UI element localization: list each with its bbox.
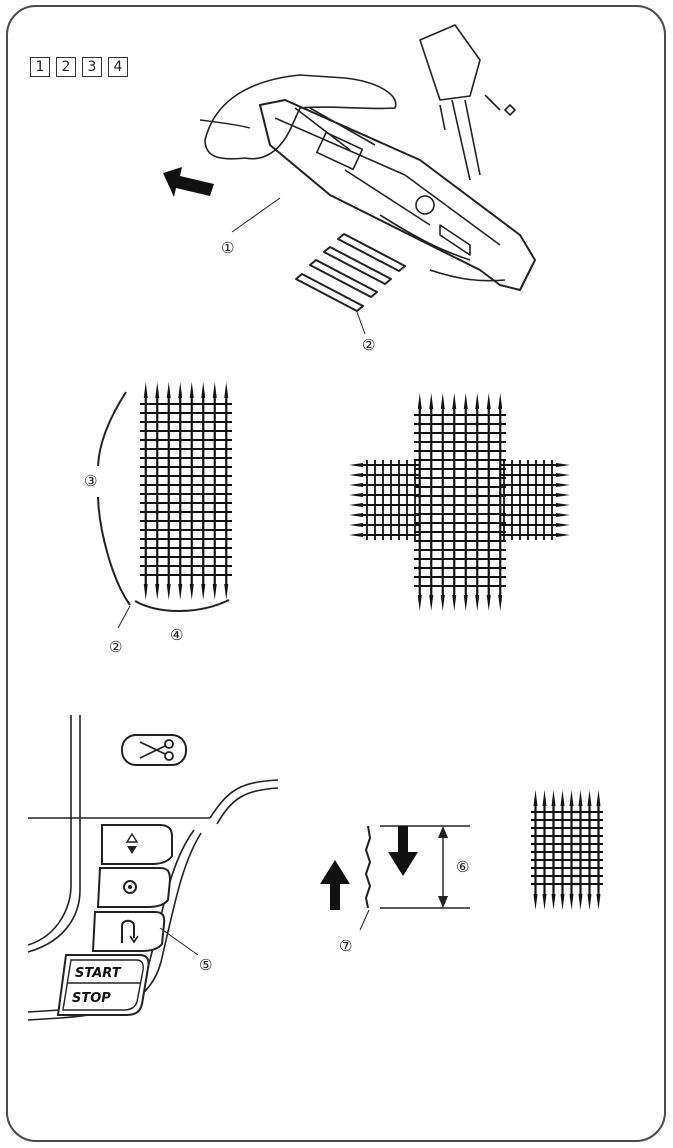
callout-5: ⑤ — [199, 956, 212, 974]
buttonhole-stitch-pattern — [140, 382, 232, 600]
finished-buttonhole-pattern — [531, 790, 603, 910]
step-number-boxes: 1 2 3 4 — [30, 57, 128, 77]
buttonhole-foot — [259, 99, 536, 291]
callout-7: ⑦ — [339, 937, 352, 955]
step-box-2: 2 — [56, 57, 76, 77]
callout-2a: ② — [362, 336, 375, 354]
stop-label: STOP — [72, 991, 111, 1006]
reverse-stitch-button[interactable] — [91, 911, 166, 952]
needle-up-down-button[interactable] — [101, 824, 173, 865]
reverse-stitch-icon — [121, 919, 139, 944]
start-stop-button[interactable]: START STOP — [56, 954, 150, 1016]
needle-up-down-icon — [125, 832, 139, 854]
cross-stitch-pattern — [349, 393, 570, 611]
callout-4: ④ — [170, 626, 183, 644]
hand-sketch — [204, 74, 397, 160]
step-box-1: 1 — [30, 57, 50, 77]
callout-1: ① — [221, 239, 234, 257]
machine-head — [419, 24, 481, 101]
arrow-down-icon — [388, 826, 418, 876]
lock-stitch-icon — [123, 880, 137, 894]
start-label: START — [75, 966, 122, 981]
buttonhole-stitch-diagram — [97, 391, 230, 629]
step-box-3: 3 — [82, 57, 102, 77]
arrow-up-icon — [320, 860, 350, 910]
step-box-4: 4 — [108, 57, 128, 77]
arrow-left-icon — [163, 167, 214, 197]
buttonhole-foot-illustration — [163, 24, 536, 335]
scissors-icon — [139, 739, 174, 761]
buttonhole-strips — [295, 233, 406, 312]
callout-6: ⑥ — [456, 858, 469, 876]
page-frame — [6, 5, 666, 1142]
callout-3: ③ — [84, 472, 97, 490]
buttonhole-length-diagram — [359, 825, 470, 931]
callout-2b: ② — [109, 638, 122, 656]
lock-stitch-button[interactable] — [96, 867, 172, 908]
thread-cut-button[interactable] — [121, 734, 187, 766]
